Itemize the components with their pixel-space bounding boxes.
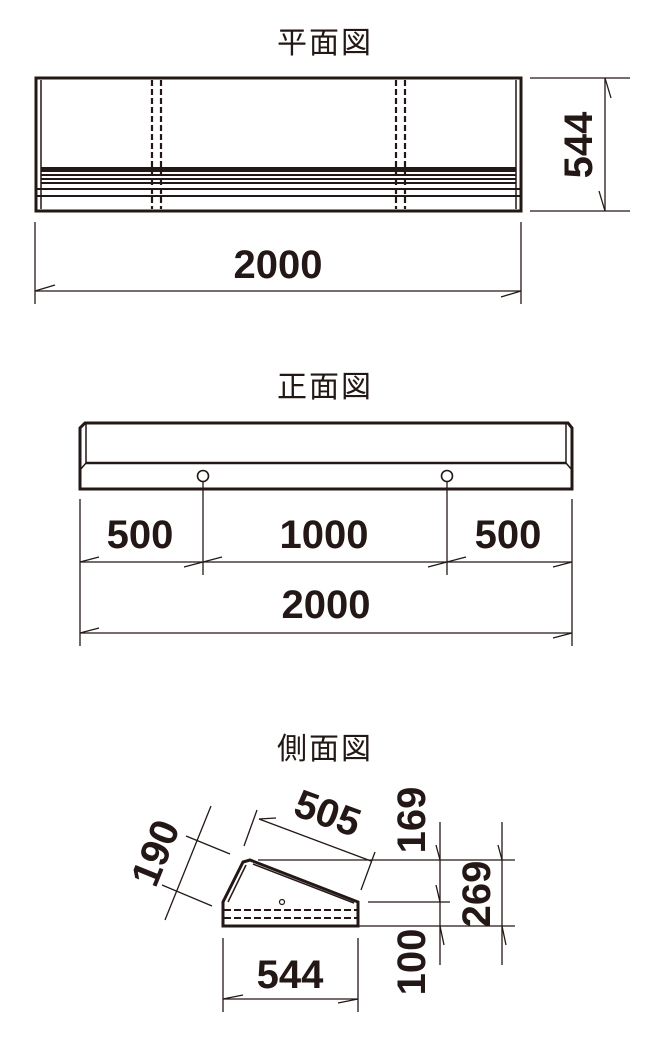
front-right-segment-label: 500 — [475, 513, 542, 557]
plan-depth-dimension — [530, 77, 630, 212]
front-middle-segment-label: 1000 — [280, 513, 369, 557]
side-slope-length-label: 505 — [289, 782, 367, 846]
front-dimension-lines — [79, 482, 573, 646]
plan-width-label: 2000 — [234, 243, 323, 287]
plan-view-title: 平面図 — [277, 27, 373, 60]
side-top-height-label: 169 — [390, 787, 434, 854]
side-view-body — [221, 858, 360, 928]
front-view-title: 正面図 — [277, 371, 373, 404]
anchor-hole-side — [278, 898, 286, 906]
side-view: 190 505 169 269 100 544 — [123, 782, 515, 1012]
side-slope-thickness-label: 190 — [123, 814, 189, 892]
front-left-segment-label: 500 — [107, 513, 174, 557]
plan-width-dimension — [34, 222, 522, 304]
front-view-body — [78, 421, 574, 491]
anchor-hole-left — [196, 469, 210, 483]
anchor-hole-right — [440, 469, 454, 483]
front-total-width-label: 2000 — [282, 583, 371, 627]
side-dimension-lines — [161, 805, 515, 1012]
side-base-height-label: 100 — [390, 929, 434, 996]
plan-view: 2000 544 — [34, 76, 630, 304]
plan-depth-label: 544 — [557, 111, 601, 178]
side-depth-label: 544 — [257, 953, 324, 997]
side-view-title: 側面図 — [277, 733, 373, 766]
side-total-height-label: 269 — [455, 861, 499, 928]
plan-view-body — [34, 76, 523, 213]
front-view: 500 1000 500 2000 — [78, 421, 574, 646]
